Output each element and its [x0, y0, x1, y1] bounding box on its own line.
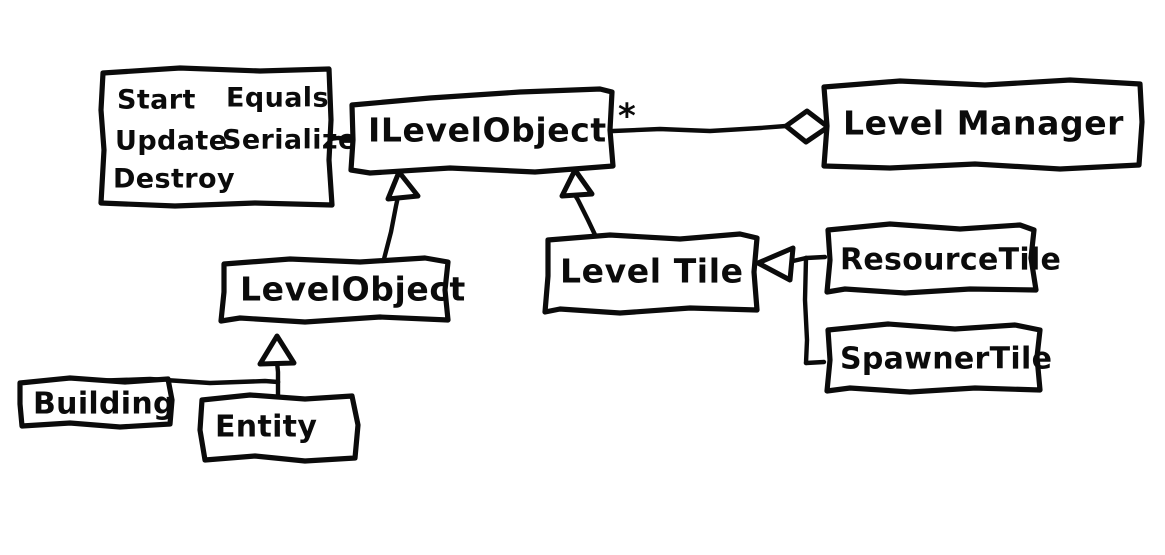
methods-label-serialize: Serialize	[222, 125, 357, 156]
inheritance-triangle-icon-leveltile	[755, 245, 796, 283]
class-box-resourcetile[interactable]: ResourceTile	[824, 221, 1061, 296]
connector-leveltile-to-ilevelobject	[570, 189, 600, 242]
connector-spawnertile-to-branch	[803, 359, 827, 366]
spawnertile-label: SpawnerTile	[840, 342, 1052, 377]
leveltile-outline	[542, 231, 760, 316]
levelmanager-outline	[821, 77, 1145, 172]
methods-label-start: Start	[117, 85, 196, 116]
class-box-levelmanager[interactable]: Level Manager	[821, 77, 1145, 172]
methods-note-box: Start Equals Update Serialize Destroy	[98, 65, 357, 209]
realization-triangle-icon-levelobject	[385, 169, 421, 202]
class-box-ilevelobject[interactable]: ILevelObject *	[348, 86, 636, 176]
class-box-entity[interactable]: Entity	[197, 392, 361, 464]
methods-label-update: Update	[115, 126, 227, 157]
levelobject-label: LevelObject	[240, 270, 466, 309]
realization-triangle-icon-leveltile	[559, 167, 595, 199]
methods-label-destroy: Destroy	[113, 164, 235, 195]
levelmanager-label: Level Manager	[843, 104, 1124, 143]
building-label: Building	[33, 387, 175, 422]
entity-label: Entity	[215, 410, 317, 445]
levelobject-outline	[218, 255, 451, 325]
class-box-levelobject[interactable]: LevelObject	[218, 255, 466, 325]
ilevelobject-outline	[348, 86, 616, 176]
class-box-leveltile[interactable]: Level Tile	[542, 231, 760, 316]
aggregation-diamond-icon	[783, 108, 831, 145]
methods-note-outline	[98, 65, 335, 209]
connector-branch-to-leveltile	[790, 255, 809, 264]
spawnertile-outline	[824, 321, 1043, 395]
leveltile-label: Level Tile	[560, 252, 744, 291]
entity-outline	[197, 392, 361, 464]
multiplicity-star-label: *	[618, 97, 636, 137]
resourcetile-outline	[824, 221, 1039, 296]
building-outline	[17, 375, 175, 430]
connector-ilevelobject-to-levelmanager	[610, 123, 789, 134]
connector-resourcetile-to-branch	[803, 254, 828, 261]
class-box-building[interactable]: Building	[17, 375, 175, 430]
connectors-layer	[89, 123, 828, 401]
ilevelobject-label: ILevelObject	[368, 111, 607, 150]
inheritance-triangle-icon-levelobject	[257, 333, 297, 367]
connector-levelobject-to-ilevelobject	[381, 189, 402, 262]
class-box-spawnertile[interactable]: SpawnerTile	[824, 321, 1052, 395]
methods-label-equals: Equals	[226, 83, 329, 114]
connector-tile-branch-spine	[802, 255, 810, 366]
resourcetile-label: ResourceTile	[840, 243, 1061, 278]
